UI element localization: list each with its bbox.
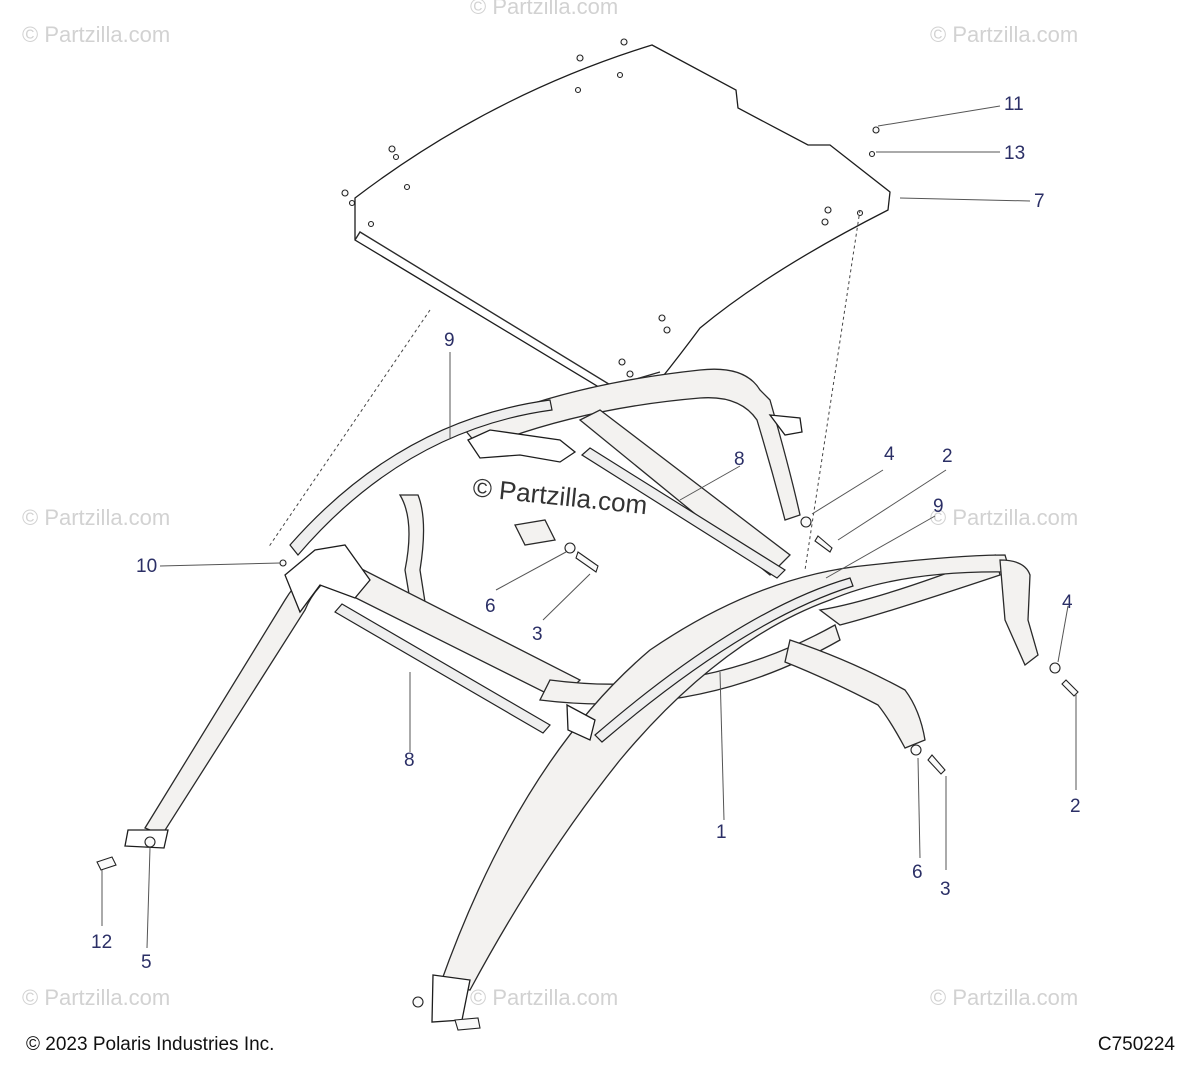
roof-fasteners [341, 38, 880, 378]
callout-2[interactable]: 2 [1070, 796, 1081, 817]
watermarks: © Partzilla.com © Partzilla.com © Partzi… [22, 0, 1078, 1010]
diagram-code: C750224 [1097, 1034, 1175, 1055]
callout-2[interactable]: 2 [942, 446, 953, 467]
front-left-gusset [284, 544, 371, 614]
watermark: © Partzilla.com [470, 985, 618, 1010]
hardware [96, 516, 1079, 1031]
callout-leaders [101, 105, 1077, 949]
copyright-text: © 2023 Polaris Industries Inc. [26, 1034, 275, 1055]
cage-main-arc [431, 554, 1039, 1023]
callout-4[interactable]: 4 [884, 444, 895, 465]
callout-3[interactable]: 3 [532, 624, 543, 645]
callout-10[interactable]: 10 [136, 556, 157, 577]
roof-panel-outline [354, 44, 891, 396]
watermark: © Partzilla.com [22, 985, 170, 1010]
rear-gusset [467, 429, 577, 463]
callout-4[interactable]: 4 [1062, 592, 1073, 613]
front-right-foot [431, 974, 471, 1023]
callout-5[interactable]: 5 [141, 952, 152, 973]
callout-3[interactable]: 3 [940, 879, 951, 900]
roof-panel [341, 38, 891, 396]
callout-6[interactable]: 6 [912, 862, 923, 883]
callout-9[interactable]: 9 [444, 330, 455, 351]
callout-8[interactable]: 8 [734, 449, 745, 470]
callout-numbers: 11 13 7 9 8 4 2 9 10 6 3 4 2 8 1 6 3 12 … [91, 94, 1081, 973]
callout-1[interactable]: 1 [716, 822, 727, 843]
watermark: © Partzilla.com [22, 505, 170, 530]
watermark: © Partzilla.com [930, 22, 1078, 47]
cage-rear-right-down [784, 639, 926, 749]
trim-rail-front [594, 577, 854, 743]
callout-11[interactable]: 11 [1004, 94, 1024, 115]
cage-front-left-leg [124, 544, 371, 849]
crossbar-rail-right [580, 447, 786, 579]
callout-13[interactable]: 13 [1004, 143, 1025, 164]
dashed-leaders [267, 209, 861, 571]
watermark: © Partzilla.com [930, 985, 1078, 1010]
watermark: © Partzilla.com [470, 0, 618, 19]
watermark: © Partzilla.com [22, 22, 170, 47]
callout-8[interactable]: 8 [404, 750, 415, 771]
callout-9[interactable]: 9 [933, 496, 944, 517]
callout-7[interactable]: 7 [1034, 191, 1045, 212]
callout-6[interactable]: 6 [485, 596, 496, 617]
watermark: © Partzilla.com [930, 505, 1078, 530]
trim-rail-upper [289, 399, 553, 556]
callout-12[interactable]: 12 [91, 932, 112, 953]
trim-rails [289, 399, 854, 743]
crossbar-rail-left [334, 603, 551, 734]
